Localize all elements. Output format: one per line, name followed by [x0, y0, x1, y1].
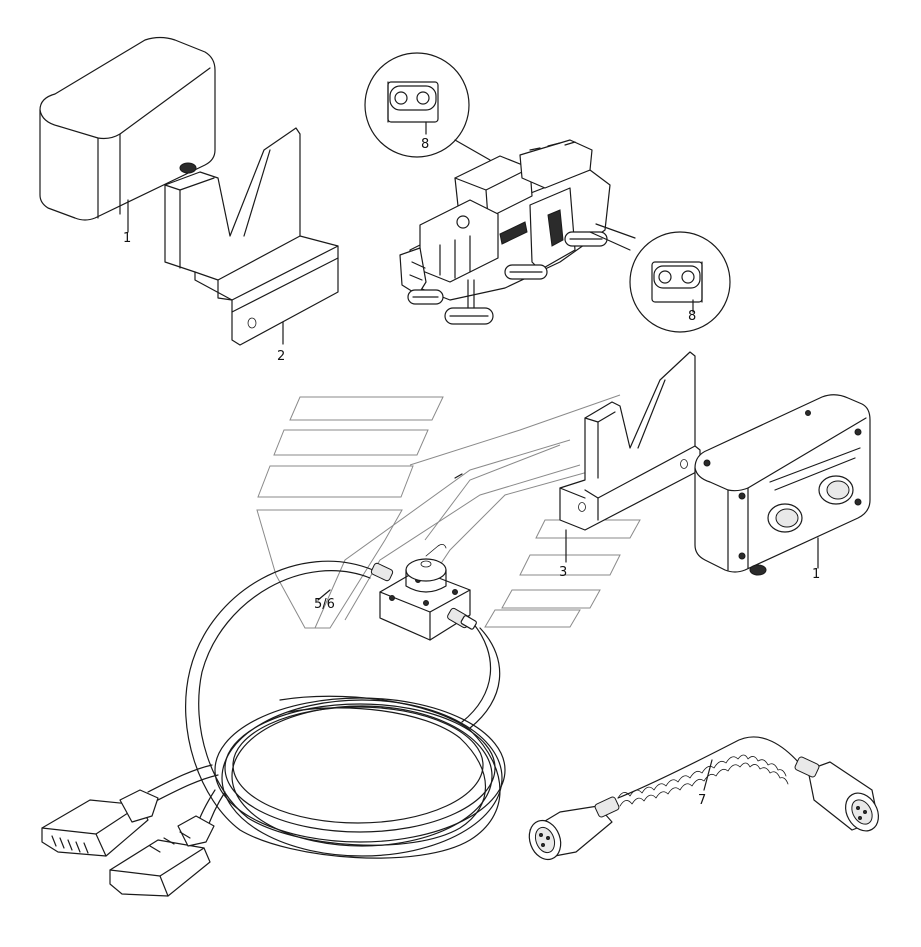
bracket-2-part: [164, 127, 339, 346]
callout-control-box: 1: [812, 567, 820, 582]
callout-bracket-3: 3: [559, 565, 567, 580]
detail-circle-right: [629, 231, 731, 333]
control-box-part: [694, 394, 871, 576]
callout-bracket-2: 2: [277, 349, 285, 364]
detail-circle-top: [364, 52, 491, 161]
sensor-box-part: [39, 36, 216, 233]
background-watermark-stripes: [256, 394, 641, 629]
callout-detail-right: 8: [688, 309, 696, 324]
harness-connectors: [41, 764, 226, 897]
small-leader-mark: [454, 473, 463, 479]
coil-cable-part: [528, 736, 879, 861]
callout-sensor-box: 1: [123, 231, 131, 246]
milling-machine-illustration: [399, 139, 636, 325]
callout-sensor-unit: 5/6: [314, 597, 335, 612]
callout-coil-cable: 7: [698, 793, 706, 808]
bracket-3-part: [559, 351, 701, 563]
callout-detail-top: 8: [421, 137, 429, 152]
sensor-unit-part: [185, 544, 506, 859]
